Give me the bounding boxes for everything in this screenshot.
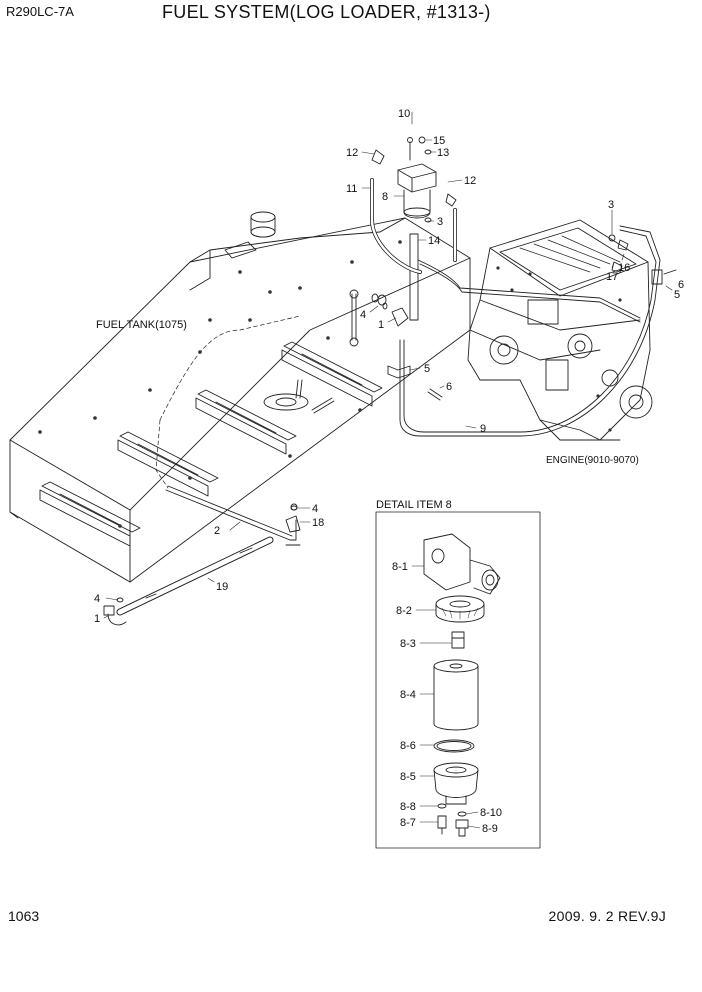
callout-17: 17 bbox=[606, 271, 618, 283]
callout-5: 5 bbox=[674, 289, 680, 301]
callout-1: 1 bbox=[94, 613, 100, 625]
callout-9: 9 bbox=[480, 423, 486, 435]
callout-8-1: 8-1 bbox=[392, 561, 408, 573]
detail-callouts: 8-1 8-2 8-3 8-4 8-6 8-5 8-8 8-10 8-7 8-9 bbox=[392, 561, 502, 835]
callout-5: 5 bbox=[424, 363, 430, 375]
callout-12: 12 bbox=[346, 147, 358, 159]
callout-6: 6 bbox=[678, 279, 684, 291]
callout-8-8: 8-8 bbox=[400, 801, 416, 813]
callout-8-10: 8-10 bbox=[480, 807, 502, 819]
callout-15: 15 bbox=[433, 135, 445, 147]
callout-3: 3 bbox=[608, 199, 614, 211]
callout-18: 18 bbox=[312, 517, 324, 529]
page-number: 1063 bbox=[8, 908, 40, 924]
callout-8: 8 bbox=[382, 191, 388, 203]
callout-1: 1 bbox=[378, 319, 384, 331]
engine-label: ENGINE(9010-9070) bbox=[546, 455, 639, 466]
detail-item-8-box bbox=[375, 511, 541, 849]
fuel-filter-assembly bbox=[371, 136, 457, 223]
callout-leaders bbox=[103, 111, 673, 619]
callout-6: 6 bbox=[446, 381, 452, 393]
callout-2: 2 bbox=[214, 525, 220, 537]
part-callouts: 10 15 13 12 12 11 8 3 14 3 17 16 6 5 4 1… bbox=[94, 108, 684, 625]
page-title: FUEL SYSTEM(LOG LOADER, #1313-) bbox=[162, 2, 491, 22]
callout-10: 10 bbox=[398, 108, 410, 120]
callout-19: 19 bbox=[216, 581, 228, 593]
callout-8-9: 8-9 bbox=[482, 823, 498, 835]
callout-14: 14 bbox=[428, 235, 440, 247]
detail-title: DETAIL ITEM 8 bbox=[376, 499, 452, 511]
revision-date: 2009. 9. 2 REV.9J bbox=[548, 908, 666, 924]
model-number: R290LC-7A bbox=[6, 4, 74, 19]
callout-12: 12 bbox=[464, 175, 476, 187]
callout-3: 3 bbox=[437, 216, 443, 228]
fuel-tank-drawing bbox=[9, 211, 471, 583]
callout-8-5: 8-5 bbox=[400, 771, 416, 783]
callout-11: 11 bbox=[346, 183, 357, 195]
callout-8-3: 8-3 bbox=[400, 638, 416, 650]
callout-8-4: 8-4 bbox=[400, 689, 416, 701]
callout-8-7: 8-7 bbox=[400, 817, 416, 829]
fuel-lines bbox=[103, 178, 661, 626]
callout-16: 16 bbox=[618, 262, 630, 274]
callout-8-6: 8-6 bbox=[400, 740, 416, 752]
callout-4: 4 bbox=[94, 593, 100, 605]
callout-8-2: 8-2 bbox=[396, 605, 412, 617]
small-parts bbox=[116, 234, 677, 603]
fuel-tank-label: FUEL TANK(1075) bbox=[96, 319, 187, 331]
callout-4: 4 bbox=[312, 503, 318, 515]
callout-4: 4 bbox=[360, 309, 366, 321]
callout-13: 13 bbox=[437, 147, 449, 159]
engine-drawing bbox=[467, 219, 653, 441]
